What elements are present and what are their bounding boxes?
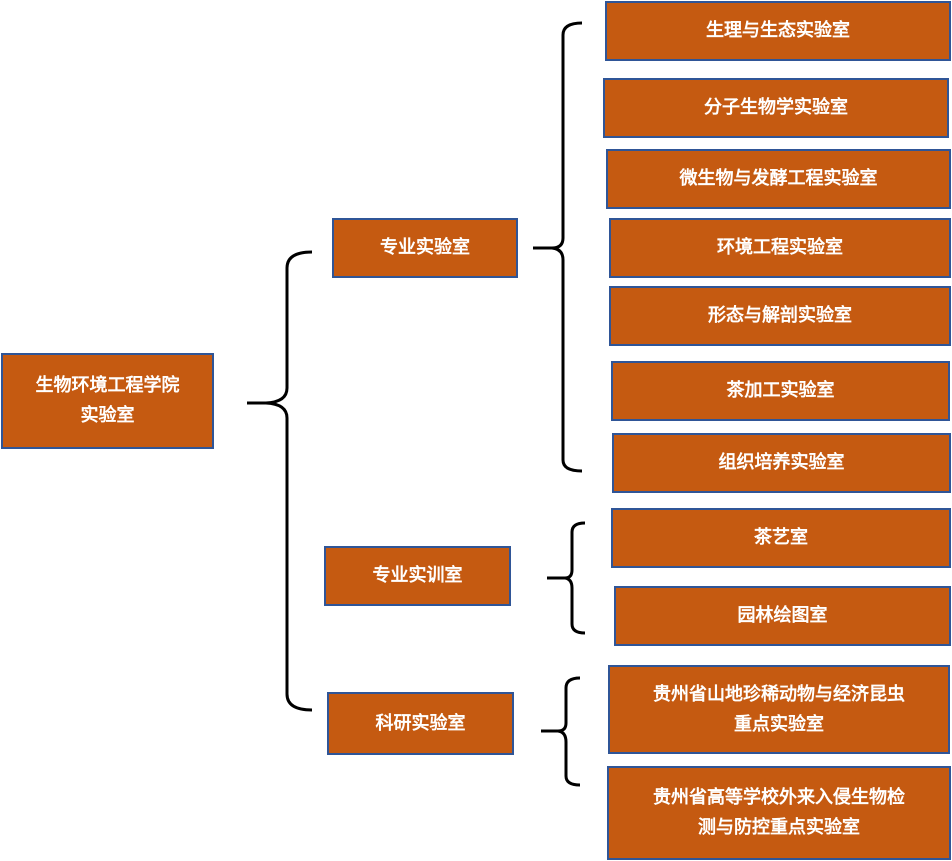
leaf-label-line1: 贵州省山地珍稀动物与经济昆虫 [653, 683, 905, 705]
lab-brace [533, 21, 583, 473]
leaf-node: 茶加工实验室 [611, 361, 950, 421]
leaf-label-line2: 测与防控重点实验室 [698, 817, 860, 838]
leaf-node: 生理与生态实验室 [605, 1, 951, 61]
leaf-label: 微生物与发酵工程实验室 [679, 168, 878, 189]
leaf-node: 环境工程实验室 [609, 218, 951, 278]
leaf-node: 形态与解剖实验室 [609, 286, 951, 346]
leaf-label: 组织培养实验室 [718, 452, 845, 473]
leaf-node: 分子生物学实验室 [603, 78, 949, 138]
leaf-label-line1: 贵州省高等学校外来入侵生物检 [653, 787, 905, 808]
leaf-node: 园林绘图室 [614, 586, 951, 646]
category-label: 科研实验室 [375, 712, 466, 734]
leaf-label: 园林绘图室 [737, 605, 828, 626]
training-brace [547, 521, 586, 635]
leaf-node: 贵州省山地珍稀动物与经济昆虫 重点实验室 [608, 665, 950, 754]
leaf-label: 茶加工实验室 [726, 380, 835, 401]
category-node-research-lab: 科研实验室 [327, 692, 514, 755]
root-node: 生物环境工程学院 实验室 [1, 353, 214, 449]
category-label: 专业实验室 [380, 237, 470, 258]
leaf-label: 环境工程实验室 [717, 237, 843, 258]
leaf-label-line2: 重点实验室 [734, 713, 824, 735]
leaf-node: 茶艺室 [611, 508, 951, 568]
category-node-professional-lab: 专业实验室 [332, 218, 518, 278]
leaf-label: 分子生物学实验室 [704, 97, 848, 118]
leaf-label: 形态与解剖实验室 [708, 305, 852, 326]
leaf-label: 茶艺室 [754, 527, 808, 548]
leaf-node: 组织培养实验室 [612, 433, 951, 493]
category-label: 专业实训室 [372, 565, 463, 586]
root-brace [247, 250, 313, 712]
root-label-line2: 实验室 [80, 405, 135, 426]
leaf-node: 微生物与发酵工程实验室 [606, 149, 951, 209]
root-label-line1: 生物环境工程学院 [35, 375, 180, 396]
leaf-node: 贵州省高等学校外来入侵生物检 测与防控重点实验室 [607, 766, 951, 860]
research-brace [541, 676, 581, 787]
leaf-label: 生理与生态实验室 [706, 20, 850, 41]
category-node-training-room: 专业实训室 [324, 546, 511, 606]
